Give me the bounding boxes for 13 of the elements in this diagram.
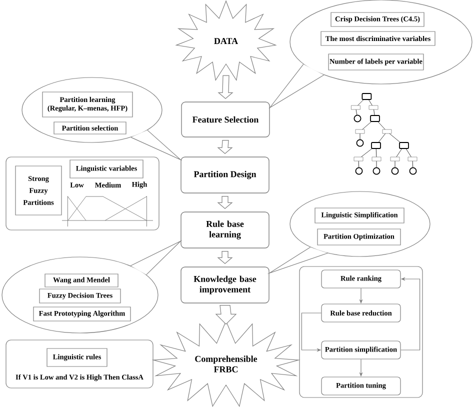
bubble-pointer (268, 64, 324, 109)
block-arrow (217, 140, 233, 154)
process-box: Feature Selection (181, 102, 270, 138)
bubble-pointer (130, 240, 182, 275)
process-box: Rule base learning (180, 212, 270, 248)
block-arrow (215, 305, 237, 325)
block-arrow (218, 75, 234, 100)
bubble-pointer (267, 246, 328, 274)
block-arrow (217, 196, 233, 210)
process-box: Knowledge base improvement (180, 266, 270, 304)
block-arrow (217, 251, 233, 264)
bubble-pointer (130, 130, 182, 161)
process-box: Partition Design (180, 156, 270, 194)
